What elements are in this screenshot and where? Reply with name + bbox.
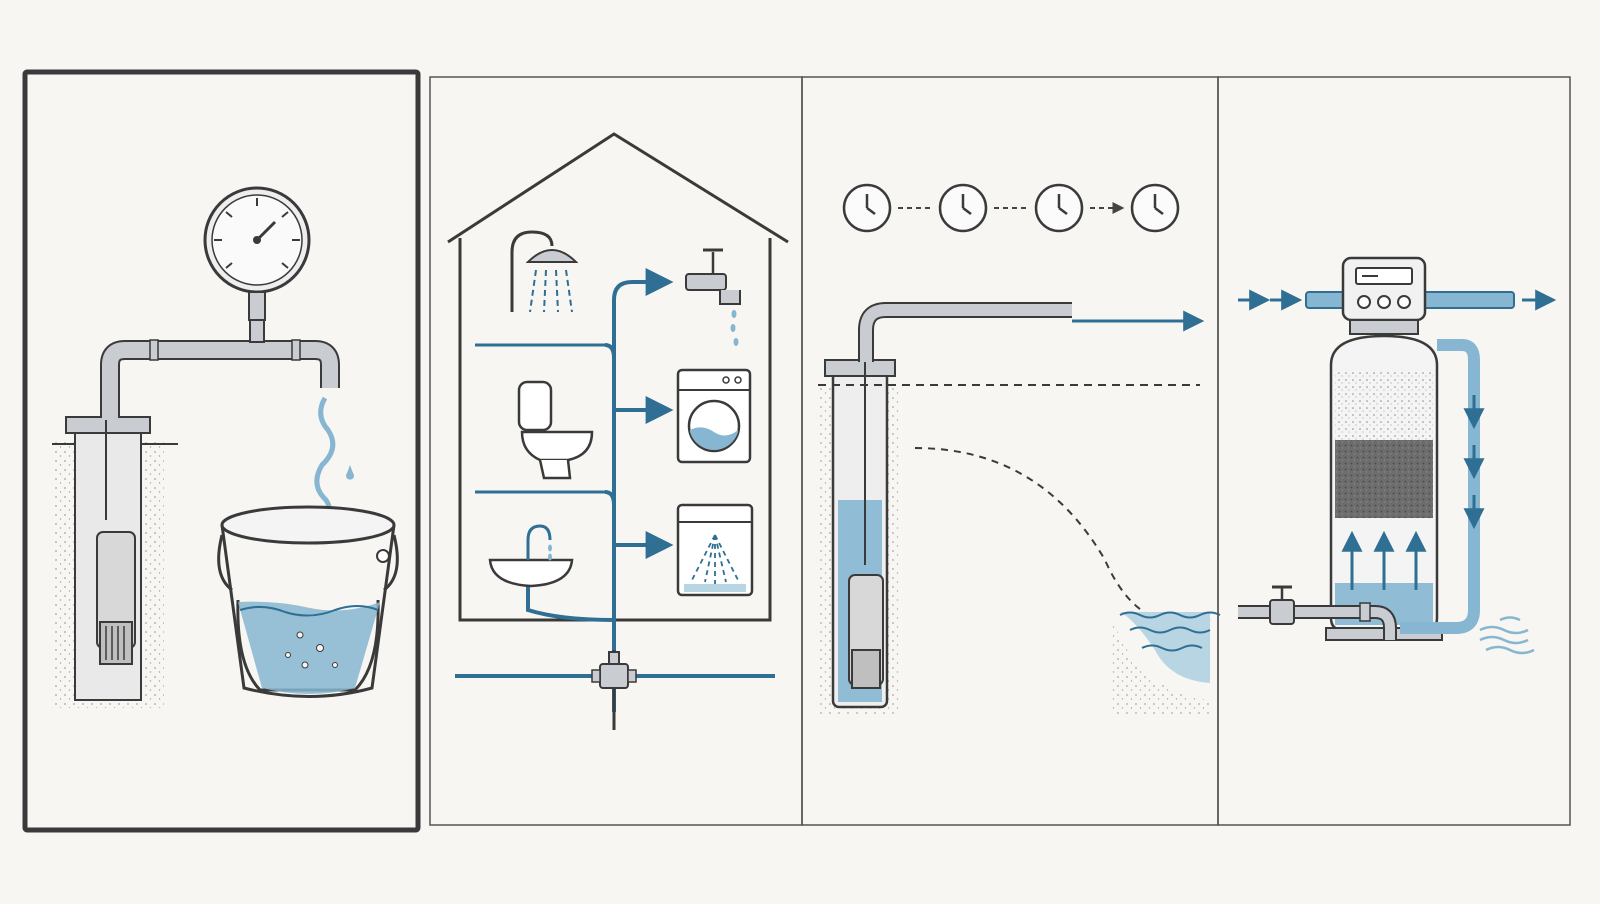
panel-pump-pressure-bucket[interactable] <box>22 69 421 833</box>
pressure-gauge-icon <box>203 186 311 321</box>
return-pipe <box>1400 339 1480 634</box>
house-roof <box>447 132 789 244</box>
clock-icon <box>938 183 988 233</box>
clock-timeline <box>842 183 1180 233</box>
discharge-pipe-outline <box>858 302 1072 362</box>
softener-tank-icon <box>1325 334 1443 641</box>
sink-icon <box>488 524 574 588</box>
discharge-pipe <box>100 317 340 418</box>
discharge-pipe <box>860 304 1072 362</box>
bucket-icon <box>217 505 399 698</box>
tap-icon <box>685 248 741 346</box>
dishwasher-icon <box>676 503 754 597</box>
drain-outflow <box>1479 616 1535 655</box>
washing-machine-icon <box>676 368 752 464</box>
toilet-icon <box>517 380 594 480</box>
panel-house-water-distribution[interactable] <box>429 76 803 826</box>
panel-water-softener-filter[interactable] <box>1217 76 1571 826</box>
shower-icon <box>510 230 579 313</box>
panel-well-drawdown-over-time[interactable] <box>801 76 1221 826</box>
water-drop <box>345 465 354 480</box>
panel-frame <box>1217 76 1571 826</box>
valve-icon <box>591 651 637 689</box>
clock-icon <box>1130 183 1180 233</box>
floor-lines <box>475 343 605 494</box>
clock-icon <box>1034 183 1084 233</box>
water-waves <box>1119 611 1221 652</box>
clock-icon <box>842 183 892 233</box>
soil-aquifer <box>1110 610 1210 715</box>
submersible-pump-icon <box>848 360 884 689</box>
drawdown-curve <box>914 447 1211 625</box>
control-head-icon <box>1341 256 1427 335</box>
riser-pipe <box>526 268 674 712</box>
valve-icon <box>1269 585 1295 625</box>
panel-frame-selected <box>22 69 421 833</box>
submersible-pump-icon <box>96 420 136 665</box>
inlet-pipe <box>1238 602 1397 640</box>
